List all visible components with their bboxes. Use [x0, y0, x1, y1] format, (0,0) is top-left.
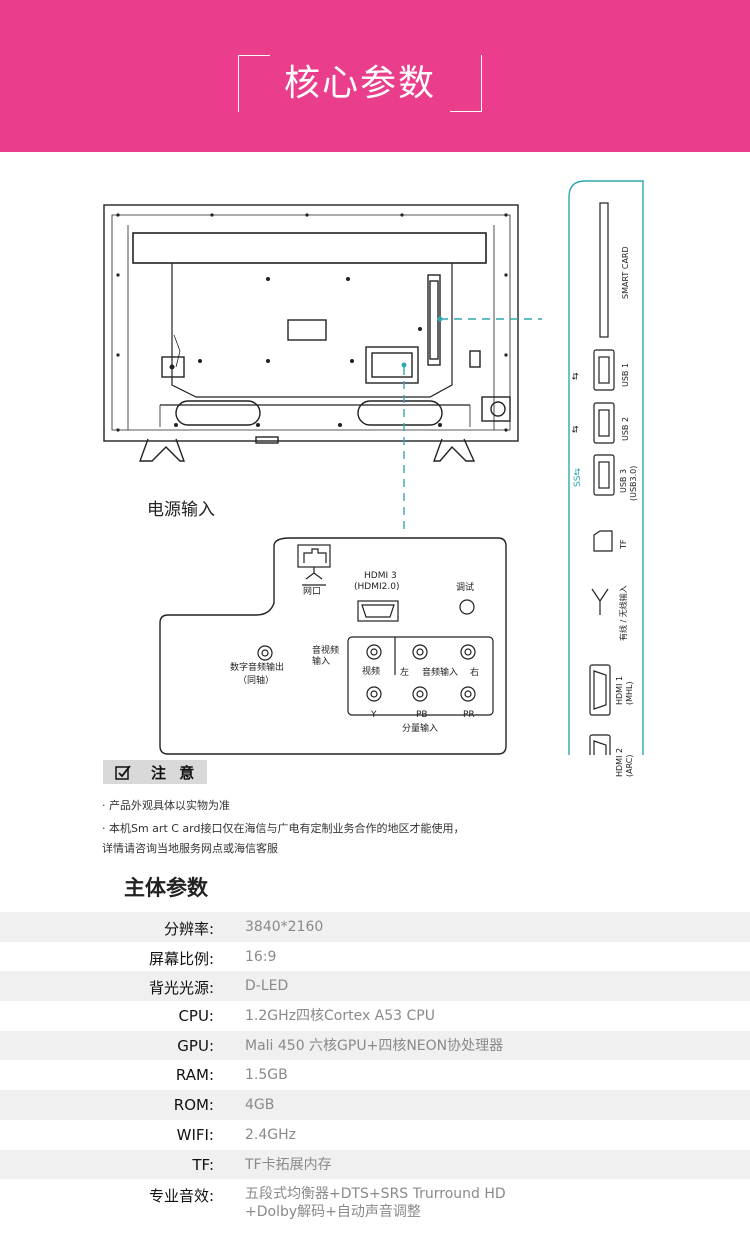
hdmi3-label: HDMI 3	[364, 571, 397, 581]
spec-row: 分辨率: 3840*2160	[0, 912, 750, 942]
hdmi1-label: HDMI 1	[615, 675, 624, 705]
component-input-label: 分量输入	[402, 724, 439, 734]
usb2-label: USB 2	[621, 416, 630, 441]
digital-audio-label: 数字音频输出	[230, 663, 285, 673]
spec-label: WIFI:	[176, 1125, 214, 1144]
antenna-label: 有线 / 无线输入	[619, 585, 628, 641]
spec-row: TF: TF卡拓展内存	[0, 1149, 750, 1180]
note-line-3: 详情请咨询当地服务网点或海信客服	[102, 842, 278, 855]
spec-label: RAM:	[175, 1066, 214, 1085]
spec-row: RAM: 1.5GB	[0, 1060, 750, 1090]
spec-row: 背光光源: D-LED	[0, 971, 750, 1002]
checkbox-pencil-icon	[115, 765, 131, 780]
spec-row: GPU: Mali 450 六核GPU+四核NEON协处理器	[0, 1030, 750, 1061]
spec-row: WIFI: 2.4GHz	[0, 1120, 750, 1150]
spec-row: ROM: 4GB	[0, 1090, 750, 1120]
hdmi2-label: HDMI 2	[615, 747, 624, 777]
usb3-label: USB 3	[619, 468, 628, 493]
spec-label: 分辨率:	[163, 920, 214, 938]
side-panel	[568, 180, 644, 755]
page-title: 核心参数	[283, 63, 436, 104]
note-title: 注 意	[151, 764, 199, 782]
spec-label: ROM:	[173, 1096, 214, 1115]
tv-rear-illustration: ⇆ ⇆ SS⇆	[103, 180, 644, 755]
usb1-label: USB 1	[621, 362, 630, 387]
spec-value: 1.5GB	[245, 1067, 288, 1084]
spec-value: 2.4GHz	[245, 1126, 296, 1143]
hdmi1-sub-label: (MHL)	[625, 681, 634, 705]
pr-label: PR	[463, 710, 475, 720]
specs-title: 主体参数	[124, 876, 208, 900]
tv-outline	[103, 204, 519, 442]
tf-label: TF	[619, 539, 628, 550]
left-label: 左	[400, 668, 410, 678]
spec-row: CPU: 1.2GHz四核Cortex A53 CPU	[0, 1001, 750, 1031]
specs-table: 分辨率: 3840*2160 屏幕比例: 16:9 背光光源: D-LED CPU: 1…	[0, 912, 750, 1229]
pb-label: PB	[416, 710, 428, 720]
spec-value: D-LED	[245, 978, 289, 995]
spec-value: Mali 450 六核GPU+四核NEON协处理器	[245, 1037, 504, 1054]
svg-text:⇆: ⇆	[571, 372, 581, 380]
note-header: 注 意	[103, 760, 207, 784]
spec-label: 屏幕比例:	[148, 949, 214, 968]
tv-rear-diagram: ⇆ ⇆ SS⇆ SMART CARD USB 1 USB 2 USB 3 (US	[0, 175, 750, 777]
spec-value: 五段式均衡器+DTS+SRS Trurround HD	[245, 1186, 506, 1203]
debug-label: 调试	[456, 583, 475, 593]
power-input-label: 电源输入	[147, 500, 215, 520]
spec-value: 4GB	[245, 1097, 275, 1114]
digital-audio-sub-label: （同轴）	[238, 676, 275, 686]
spec-value: 16:9	[245, 948, 277, 965]
spec-label: 背光光源:	[148, 979, 214, 998]
usb3-sub-label: (USB3.0)	[629, 465, 638, 501]
spec-row: 专业音效: 五段式均衡器+DTS+SRS Trurround HD+Dolby解码…	[0, 1179, 750, 1229]
av-input-label-2: 输入	[312, 657, 331, 667]
spec-label: 专业音效:	[148, 1187, 214, 1206]
spec-label: TF:	[192, 1155, 214, 1174]
av-input-label: 音视频	[312, 646, 340, 656]
y-label: Y	[371, 710, 377, 720]
spec-label: CPU:	[178, 1007, 214, 1026]
svg-text:⇆: ⇆	[571, 425, 581, 433]
spec-value-continued: +Dolby解码+自动声音调整	[245, 1204, 421, 1221]
lan-label: 网口	[303, 587, 322, 597]
hdmi3-sub-label: (HDMI2.0)	[354, 582, 400, 592]
hdmi2-sub-label: (ARC)	[625, 754, 634, 777]
right-label: 右	[470, 668, 480, 678]
audio-input-label: 音频输入	[422, 668, 459, 678]
spec-value: 1.2GHz四核Cortex A53 CPU	[245, 1008, 435, 1025]
header-banner: 核心参数	[0, 0, 750, 152]
bottom-panel	[159, 537, 507, 755]
note-line-2: · 本机Sm art C ard接口仅在海信与广电有定制业务合作的地区才能使用，	[102, 822, 465, 835]
video-label: 视频	[362, 667, 381, 677]
spec-label: GPU:	[177, 1036, 214, 1055]
note-line-1: · 产品外观具体以实物为准	[102, 799, 230, 812]
spec-row: 屏幕比例: 16:9	[0, 942, 750, 972]
banner-frame: 核心参数	[238, 55, 482, 112]
smart-card-label: SMART CARD	[621, 246, 630, 299]
spec-value: 3840*2160	[245, 919, 324, 935]
svg-text:SS⇆: SS⇆	[573, 468, 583, 487]
spec-value: TF卡拓展内存	[245, 1156, 332, 1173]
